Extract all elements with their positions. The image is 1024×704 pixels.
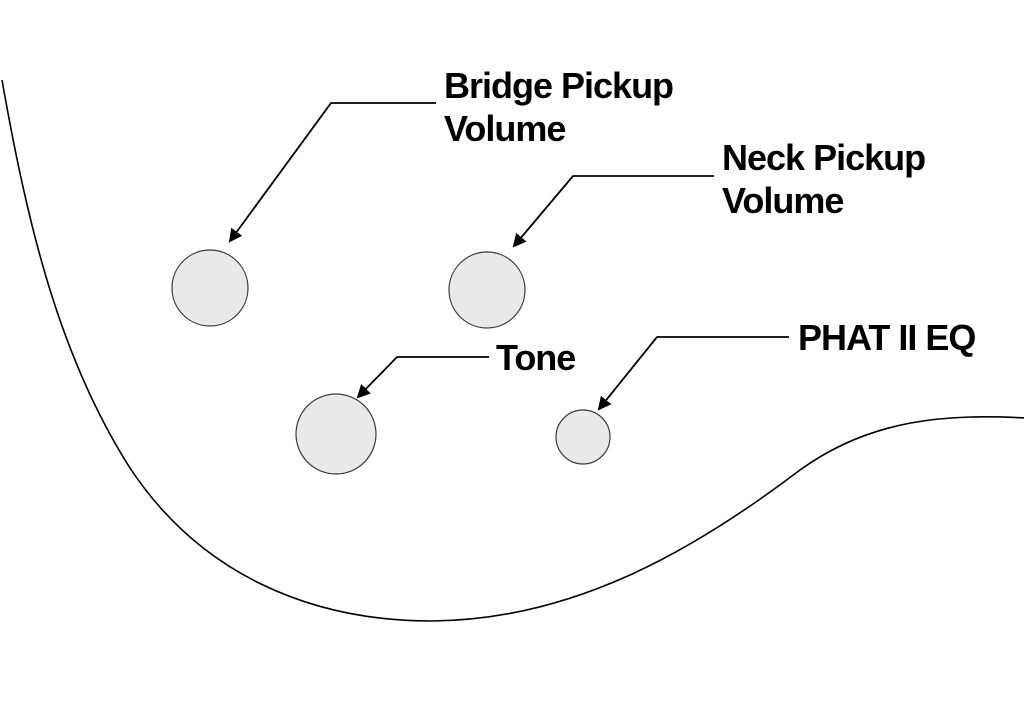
tone-knob (295, 393, 377, 475)
phat-ii-eq-label: PHAT II EQ (798, 317, 976, 358)
neck-pickup-volume-knob (448, 251, 526, 329)
bridge-pickup-volume-knob (171, 249, 249, 327)
phat-ii-eq-knob (555, 409, 611, 465)
guitar-body-outline (1, 79, 1024, 622)
tone-label: Tone (496, 337, 576, 378)
tone-arrow (356, 356, 489, 399)
neck-volume-arrow (512, 175, 714, 248)
bridge-pickup-volume-label: Bridge Pickup Volume (444, 65, 674, 150)
neck-pickup-volume-label: Neck Pickup Volume (722, 137, 926, 222)
bridge-volume-arrow (228, 102, 436, 243)
phat-eq-arrow (597, 336, 789, 411)
